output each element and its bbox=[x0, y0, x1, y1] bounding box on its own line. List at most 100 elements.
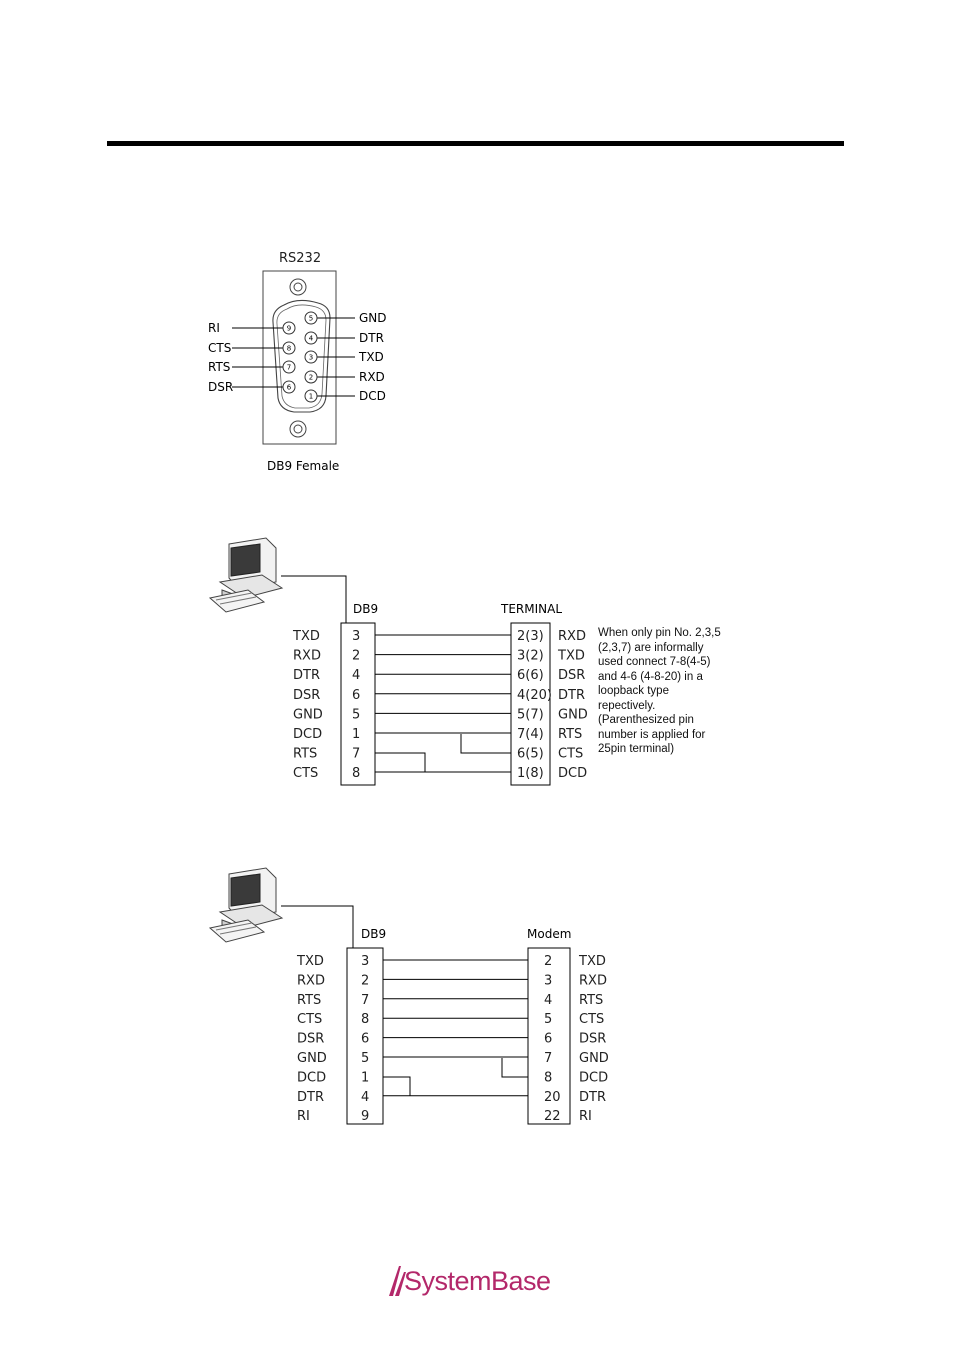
terminal-right-pin: 6(5) bbox=[517, 747, 544, 762]
connector-left-label: RI bbox=[208, 321, 220, 335]
terminal-note: When only pin No. 2,3,5(2,3,7) are infor… bbox=[598, 626, 768, 757]
terminal-left-pin: 1 bbox=[352, 727, 360, 742]
modem-left-signal: DSR bbox=[297, 1032, 324, 1047]
note-line: repectively. bbox=[598, 699, 656, 712]
pin-number: 3 bbox=[309, 354, 313, 362]
terminal-left-signal: DCD bbox=[293, 727, 322, 742]
note-line: loopback type bbox=[598, 685, 669, 697]
terminal-left-pin: 5 bbox=[352, 707, 360, 722]
modem-right-pin: 3 bbox=[544, 973, 552, 988]
note-line: 25pin terminal) bbox=[598, 743, 675, 755]
modem-left-pin: 2 bbox=[361, 973, 369, 988]
pin-number: 9 bbox=[287, 325, 291, 333]
modem-right-signal: TXD bbox=[578, 954, 606, 969]
modem-right-signal: DSR bbox=[579, 1032, 606, 1047]
jumper-dcd-dtr bbox=[383, 1076, 411, 1096]
terminal-right-pin: 2(3) bbox=[517, 629, 544, 644]
modem-right-pin: 5 bbox=[544, 1012, 552, 1027]
terminal-left-pin: 8 bbox=[352, 766, 360, 781]
modem-left-signal: RXD bbox=[297, 973, 325, 988]
connector-left-label: DSR bbox=[208, 380, 233, 394]
terminal-left-pin: 6 bbox=[352, 688, 360, 703]
terminal-left-signal: TXD bbox=[292, 629, 320, 644]
connector-left-label: CTS bbox=[208, 341, 231, 355]
terminal-right-pin: 7(4) bbox=[517, 727, 544, 742]
modem-left-signal: RTS bbox=[297, 993, 321, 1008]
pin-circle bbox=[282, 341, 296, 355]
modem-right-pin: 7 bbox=[544, 1051, 552, 1066]
note-line: (Parenthesized pin bbox=[598, 714, 694, 726]
pin-circle bbox=[282, 321, 296, 335]
pin-circle bbox=[304, 331, 318, 345]
terminal-right-signal: TXD bbox=[557, 649, 585, 664]
modem-right-pin: 4 bbox=[544, 993, 552, 1008]
cable-line bbox=[281, 905, 354, 948]
connector-right-label: GND bbox=[359, 311, 387, 325]
terminal-right-pin: 5(7) bbox=[517, 707, 544, 722]
terminal-right-signal: RXD bbox=[558, 629, 586, 644]
terminal-pin-box bbox=[510, 622, 551, 786]
modem-left-pin: 4 bbox=[361, 1090, 369, 1105]
modem-right-signal: RTS bbox=[579, 993, 603, 1008]
pin-number: 1 bbox=[309, 393, 313, 401]
modem-left-signal: TXD bbox=[296, 954, 324, 969]
connector-right-label: RXD bbox=[359, 370, 385, 384]
terminal-right-signal: DCD bbox=[558, 766, 587, 781]
terminal-right-signal: DTR bbox=[558, 688, 585, 703]
d-shell-outline bbox=[272, 299, 331, 413]
modem-left-signal: RI bbox=[297, 1109, 310, 1124]
terminal-right-header: TERMINAL bbox=[500, 602, 562, 616]
footer-logo: SystemBase bbox=[404, 1266, 551, 1296]
modem-right-signal: RXD bbox=[579, 973, 607, 988]
terminal-right-signal: DSR bbox=[558, 668, 585, 683]
modem-right-signal: DCD bbox=[579, 1070, 608, 1085]
modem-left-pin: 3 bbox=[361, 954, 369, 969]
jumper-rts-cts bbox=[375, 752, 426, 772]
modem-right-signal: DTR bbox=[579, 1090, 606, 1105]
pin-number: 2 bbox=[309, 374, 313, 382]
pin-circle bbox=[304, 370, 318, 384]
terminal-left-pin: 3 bbox=[352, 629, 360, 644]
terminal-right-signal: GND bbox=[558, 707, 588, 722]
pin-number: 5 bbox=[309, 315, 313, 323]
terminal-left-pin: 2 bbox=[352, 649, 360, 664]
pin-number: 7 bbox=[287, 364, 291, 372]
terminal-right-pin: 6(6) bbox=[517, 668, 544, 683]
terminal-left-signal: GND bbox=[293, 707, 323, 722]
computer-icon bbox=[208, 537, 284, 613]
modem-left-pin: 8 bbox=[361, 1012, 369, 1027]
modem-right-header: Modem bbox=[527, 927, 571, 941]
connector-title: RS232 bbox=[279, 251, 321, 266]
connector-right-label: DCD bbox=[359, 389, 386, 403]
terminal-left-signal: DSR bbox=[293, 688, 320, 703]
pin-circle bbox=[304, 389, 318, 403]
terminal-right-pin: 3(2) bbox=[517, 649, 544, 664]
modem-left-pin: 7 bbox=[361, 993, 369, 1008]
db9-pin-box bbox=[340, 622, 376, 786]
modem-left-pin: 5 bbox=[361, 1051, 369, 1066]
note-line: (2,3,7) are informally bbox=[598, 641, 704, 654]
screw-top-icon bbox=[289, 278, 307, 296]
jumper-term-rts-cts bbox=[460, 734, 511, 754]
jumper-gnd-dcd bbox=[501, 1058, 528, 1078]
connector-right-label: TXD bbox=[358, 350, 384, 364]
systembase-logo-icon bbox=[389, 1266, 406, 1296]
computer-icon bbox=[208, 867, 284, 943]
pin-circle bbox=[304, 311, 318, 325]
modem-left-signal: CTS bbox=[297, 1012, 322, 1027]
modem-right-signal: CTS bbox=[579, 1012, 604, 1027]
modem-left-header: DB9 bbox=[361, 927, 386, 941]
pin-number: 4 bbox=[309, 335, 314, 343]
terminal-right-pin: 1(8) bbox=[517, 766, 544, 781]
pin-circle bbox=[282, 360, 296, 374]
modem-left-signal: DCD bbox=[297, 1070, 326, 1085]
modem-left-pin: 9 bbox=[361, 1109, 369, 1124]
modem-right-pin: 8 bbox=[544, 1070, 552, 1085]
terminal-right-signal: RTS bbox=[558, 727, 582, 742]
pin-circle bbox=[304, 350, 318, 364]
connector-right-label: DTR bbox=[359, 331, 384, 345]
terminal-left-pin: 7 bbox=[352, 747, 360, 762]
